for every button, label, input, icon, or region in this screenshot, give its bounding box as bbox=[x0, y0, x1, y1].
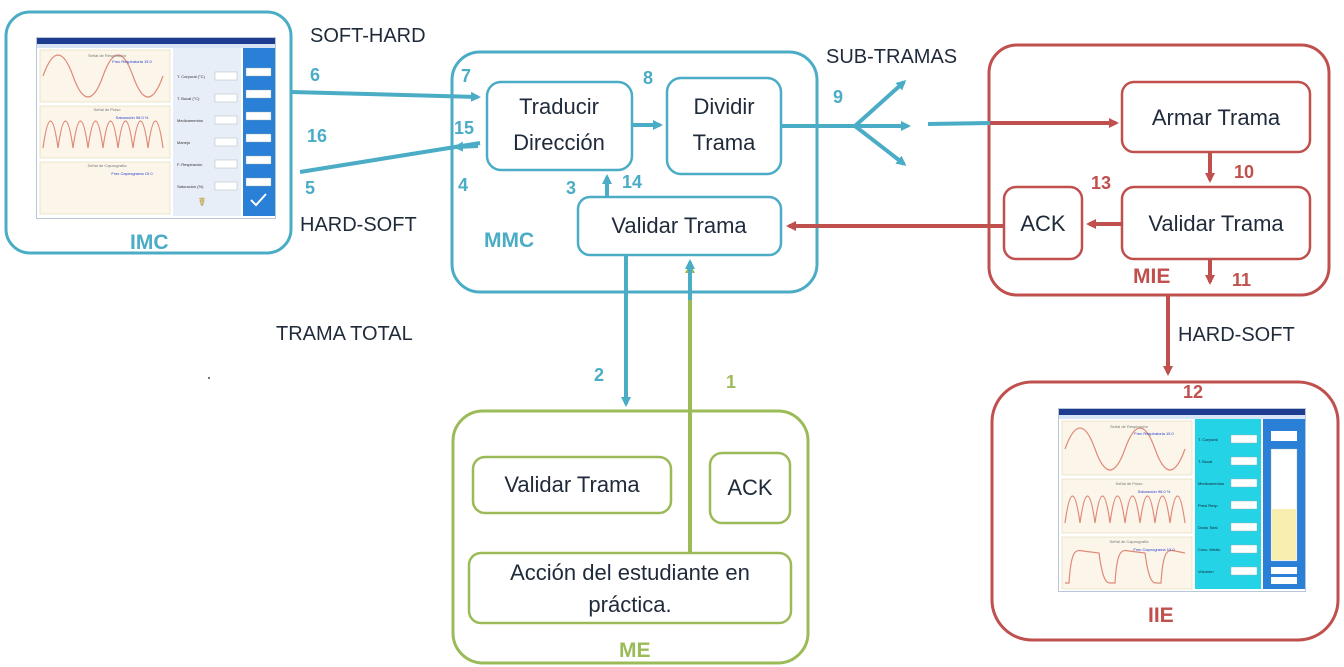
svg-text:Volumen: Volumen bbox=[1198, 569, 1214, 574]
step-1: 1 bbox=[726, 372, 736, 392]
step-15: 15 bbox=[454, 118, 474, 138]
svg-text:Señal de Pulso: Señal de Pulso bbox=[1116, 481, 1144, 486]
svg-text:Medicamentos: Medicamentos bbox=[1198, 481, 1224, 486]
ack-mie-label: ACK bbox=[1020, 211, 1066, 236]
sub-tramas-label: SUB-TRAMAS bbox=[826, 46, 957, 68]
step-9: 9 bbox=[833, 87, 843, 107]
me-module bbox=[451, 409, 810, 665]
svg-text:Manejo: Manejo bbox=[177, 140, 191, 145]
svg-text:Medicamentos: Medicamentos bbox=[177, 118, 203, 123]
svg-text:Frec Capnograma 15 0: Frec Capnograma 15 0 bbox=[111, 171, 153, 176]
dividir-line1: Dividir bbox=[693, 94, 754, 119]
dividir-line2: Trama bbox=[693, 130, 757, 155]
imc-tag: IMC bbox=[130, 231, 169, 254]
svg-text:T. Corporal: T. Corporal bbox=[1198, 437, 1218, 442]
imc-screenshot-content: Señal de Respiración Señal de Pulso Seña… bbox=[39, 48, 275, 216]
mie-tag: MIE bbox=[1133, 265, 1170, 288]
ack-me-box bbox=[708, 451, 792, 525]
step-12: 12 bbox=[1183, 382, 1203, 402]
mmc-tag: MMC bbox=[484, 229, 534, 252]
iie-screenshot-content: Señal de Respiración Señal de Pulso Seña… bbox=[1061, 419, 1305, 590]
stray-dot bbox=[208, 377, 210, 379]
accion-line1: Acción del estudiante en bbox=[510, 560, 750, 585]
svg-text:Señal de Respiración: Señal de Respiración bbox=[88, 53, 126, 58]
traducir-line2: Dirección bbox=[513, 130, 605, 155]
svg-text:Señal de Capnografía: Señal de Capnografía bbox=[88, 163, 128, 168]
step-6: 6 bbox=[310, 65, 320, 85]
imc-titlebar bbox=[37, 38, 275, 44]
validar-trama-mmc-label: Validar Trama bbox=[611, 213, 747, 238]
armar-trama-label: Armar Trama bbox=[1152, 105, 1281, 130]
step-16: 16 bbox=[307, 126, 327, 146]
svg-text:Señal de Pulso: Señal de Pulso bbox=[94, 107, 122, 112]
me-tag: ME bbox=[619, 639, 651, 662]
step-3: 3 bbox=[566, 178, 576, 198]
step-14: 14 bbox=[622, 172, 642, 192]
svg-text:Frec Capnograma 15 0: Frec Capnograma 15 0 bbox=[1133, 547, 1175, 552]
hard-soft-left-label: HARD-SOFT bbox=[300, 214, 417, 236]
imc-module bbox=[4, 10, 293, 255]
arrow-mmc-to-imc bbox=[299, 141, 481, 174]
svg-text:T. Bucal: T. Bucal bbox=[1198, 459, 1212, 464]
svg-text:☤: ☤ bbox=[198, 195, 206, 209]
svg-text:T. Corporal (°C): T. Corporal (°C) bbox=[177, 74, 205, 79]
svg-text:F. Respiración: F. Respiración bbox=[177, 162, 202, 167]
validar-trama-me-box bbox=[471, 455, 673, 515]
mmc-module bbox=[450, 50, 819, 294]
iie-module bbox=[990, 380, 1340, 642]
subtrama-branch-up bbox=[853, 79, 907, 128]
ack-me-label: ACK bbox=[727, 475, 773, 500]
step-10: 10 bbox=[1234, 162, 1254, 182]
svg-text:Saturación (%): Saturación (%) bbox=[177, 184, 204, 189]
accion-line2: práctica. bbox=[588, 592, 671, 617]
arrow-subtramas-to-mie bbox=[927, 121, 991, 126]
mie-module bbox=[987, 43, 1331, 297]
accion-estudiante-box bbox=[467, 551, 793, 625]
step-11: 11 bbox=[1232, 270, 1251, 290]
svg-text:Saturación 98.0 %: Saturación 98.0 % bbox=[116, 115, 149, 120]
step-7: 7 bbox=[461, 66, 471, 86]
ack-mie-box bbox=[1002, 185, 1084, 261]
svg-text:Saturación 98.0 %: Saturación 98.0 % bbox=[1138, 489, 1171, 494]
svg-text:Señal de Capnografía: Señal de Capnografía bbox=[1110, 539, 1150, 544]
traducir-line1: Traducir bbox=[519, 94, 599, 119]
soft-hard-label: SOFT-HARD bbox=[310, 25, 426, 47]
arrow-imc-to-mmc bbox=[290, 90, 481, 102]
svg-text:Conc. Medic.: Conc. Medic. bbox=[1198, 547, 1221, 552]
iie-screenshot: Señal de Respiración Señal de Pulso Seña… bbox=[1058, 408, 1306, 592]
step-13: 13 bbox=[1091, 173, 1111, 193]
step-5: 5 bbox=[305, 178, 315, 198]
armar-trama-box bbox=[1120, 80, 1312, 154]
subtrama-branch-down bbox=[853, 124, 907, 166]
validar-trama-mie-label: Validar Trama bbox=[1148, 211, 1284, 236]
svg-text:Señal de Respiración: Señal de Respiración bbox=[1110, 424, 1148, 429]
validar-trama-me-label: Validar Trama bbox=[504, 472, 640, 497]
svg-text:T. Bucal (°C): T. Bucal (°C) bbox=[177, 96, 200, 101]
step-8: 8 bbox=[643, 68, 653, 88]
validar-trama-mmc-box bbox=[576, 195, 783, 257]
imc-screenshot: Señal de Respiración Señal de Pulso Seña… bbox=[36, 37, 276, 219]
svg-text:Dosis Total: Dosis Total bbox=[1198, 525, 1218, 530]
trama-total-label: TRAMA TOTAL bbox=[276, 323, 413, 345]
step-2: 2 bbox=[594, 365, 604, 385]
hard-soft-right-label: HARD-SOFT bbox=[1178, 324, 1295, 346]
iie-titlebar bbox=[1059, 409, 1305, 415]
arrow-mmc-to-imc-tip bbox=[453, 141, 479, 152]
svg-text:Frec Respiratoria 15 0: Frec Respiratoria 15 0 bbox=[1134, 431, 1174, 436]
step-4: 4 bbox=[458, 175, 468, 195]
dividir-trama-box bbox=[665, 76, 783, 176]
svg-text:Presi Resp: Presi Resp bbox=[1198, 503, 1218, 508]
iie-tag: IIE bbox=[1148, 604, 1174, 627]
svg-text:Frec Respiratoria 15 0: Frec Respiratoria 15 0 bbox=[112, 59, 152, 64]
iie-subbar bbox=[1059, 415, 1305, 419]
imc-subbar bbox=[37, 44, 275, 48]
